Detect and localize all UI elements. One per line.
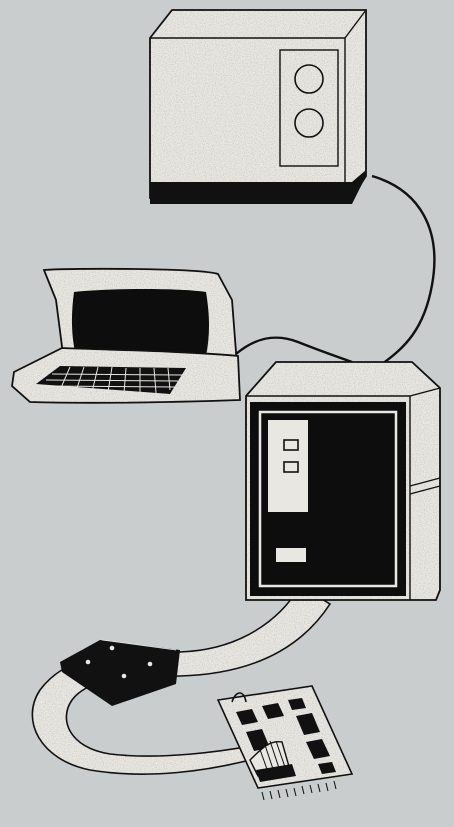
disk-drive-unit — [150, 10, 366, 204]
system-cabinet — [246, 362, 440, 600]
label-plate — [276, 548, 306, 562]
